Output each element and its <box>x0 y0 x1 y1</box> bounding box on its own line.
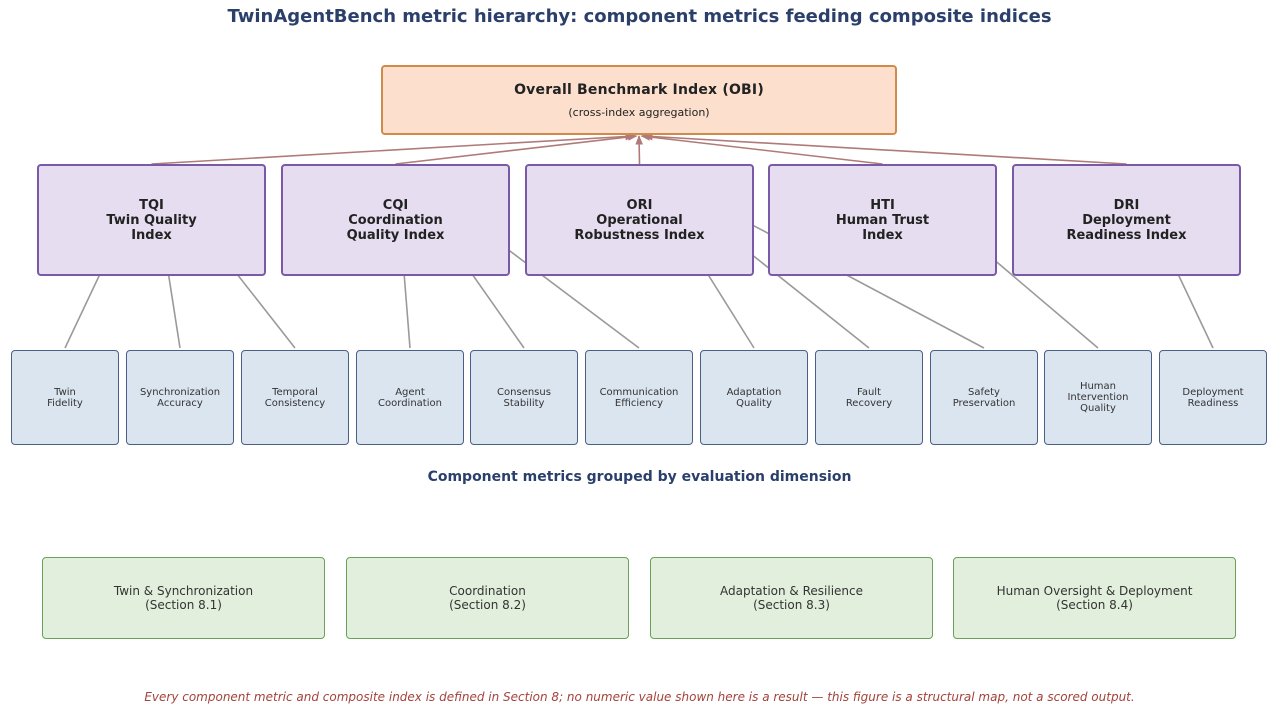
component-box-twin-fidelity: Twin Fidelity <box>11 350 119 445</box>
footnote: Every component metric and composite ind… <box>144 690 1135 704</box>
component-box-temporal-consistency: Temporal Consistency <box>241 350 349 445</box>
component-label: Temporal Consistency <box>264 386 326 409</box>
index-abbr: DRI <box>1113 197 1140 213</box>
group-label: Coordination (Section 8.2) <box>449 584 526 612</box>
component-box-deployment-readiness: Deployment Readiness <box>1159 350 1267 445</box>
component-box-human-intervention-quality: Human Intervention Quality <box>1044 350 1152 445</box>
obi-name: Overall Benchmark Index (OBI) <box>514 81 764 98</box>
index-name: Twin Quality Index <box>106 212 197 243</box>
component-box-fault-recovery: Fault Recovery <box>815 350 923 445</box>
index-box-dri: DRI Deployment Readiness Index <box>1012 164 1241 276</box>
group-box-oversight: Human Oversight & Deployment (Section 8.… <box>953 557 1236 639</box>
edge-index-to-obi-dri <box>642 132 1127 165</box>
edge-index-to-obi-cqi <box>395 133 638 165</box>
index-abbr: TQI <box>139 197 164 213</box>
group-caption: Component metrics grouped by evaluation … <box>427 469 852 485</box>
component-label: Twin Fidelity <box>47 386 83 409</box>
index-abbr: ORI <box>626 197 653 213</box>
index-box-tqi: TQI Twin Quality Index <box>37 164 266 276</box>
component-box-synchronization-accuracy: Synchronization Accuracy <box>126 350 234 445</box>
index-name: Deployment Readiness Index <box>1066 212 1187 243</box>
index-name: Coordination Quality Index <box>346 212 445 243</box>
component-box-safety-preservation: Safety Preservation <box>930 350 1038 445</box>
component-box-consensus-stability: Consensus Stability <box>470 350 578 445</box>
component-label: Agent Coordination <box>378 386 442 409</box>
index-name: Operational Robustness Index <box>574 212 705 243</box>
index-abbr: CQI <box>382 197 409 213</box>
edge-index-to-obi-tqi <box>151 132 636 165</box>
index-box-cqi: CQI Coordination Quality Index <box>281 164 510 276</box>
component-label: Fault Recovery <box>845 386 893 409</box>
component-label: Consensus Stability <box>497 386 551 409</box>
obi-box: Overall Benchmark Index (OBI) (cross-ind… <box>381 65 897 135</box>
figure-title: TwinAgentBench metric hierarchy: compone… <box>227 6 1052 27</box>
group-box-coordination: Coordination (Section 8.2) <box>346 557 629 639</box>
group-label: Human Oversight & Deployment (Section 8.… <box>996 584 1193 612</box>
group-box-adaptation: Adaptation & Resilience (Section 8.3) <box>650 557 933 639</box>
group-box-twin-sync: Twin & Synchronization (Section 8.1) <box>42 557 325 639</box>
index-abbr: HTI <box>870 197 895 213</box>
component-label: Synchronization Accuracy <box>139 386 221 409</box>
component-label: Human Intervention Quality <box>1067 381 1129 414</box>
obi-note: (cross-index aggregation) <box>568 105 710 119</box>
index-name: Human Trust Index <box>835 212 930 243</box>
index-box-ori: ORI Operational Robustness Index <box>525 164 754 276</box>
group-label: Adaptation & Resilience (Section 8.3) <box>719 584 864 612</box>
component-box-communication-efficiency: Communication Efficiency <box>585 350 693 445</box>
component-label: Adaptation Quality <box>726 386 782 409</box>
group-label: Twin & Synchronization (Section 8.1) <box>113 584 254 612</box>
edge-index-to-obi-hti <box>640 133 883 165</box>
component-box-adaptation-quality: Adaptation Quality <box>700 350 808 445</box>
component-label: Safety Preservation <box>952 386 1016 409</box>
component-label: Communication Efficiency <box>599 386 679 409</box>
index-box-hti: HTI Human Trust Index <box>768 164 997 276</box>
component-label: Deployment Readiness <box>1182 386 1244 409</box>
component-box-agent-coordination: Agent Coordination <box>356 350 464 445</box>
